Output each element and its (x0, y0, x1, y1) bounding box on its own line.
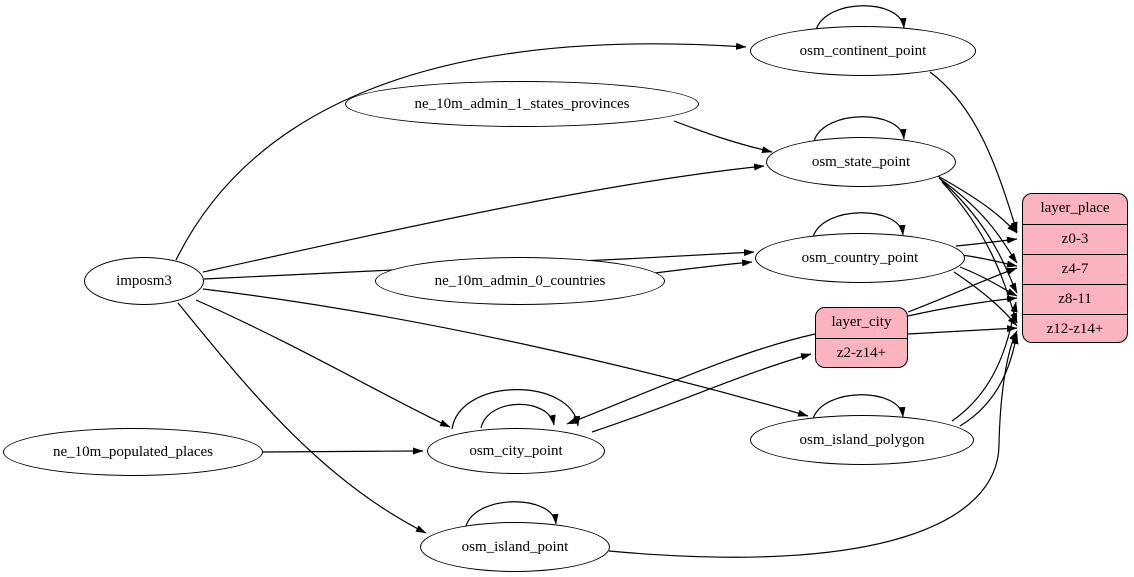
edge-osm_island_polygon-layer_place-z12-z14 (959, 333, 1019, 427)
edge-layer_city-layer_place-z4-7 (907, 267, 1018, 313)
edge-layer_city-layer_place-z12-z14 (907, 325, 1018, 335)
selfloop-osm_continent_point (815, 5, 907, 31)
edge-osm_city_point-layer_city-z2-z14 (591, 353, 812, 433)
selfloop-osm_state_point (813, 116, 907, 142)
edge-osm_state_point-layer_place-z4-7 (938, 177, 1018, 264)
edge-osm_state_point-layer_place-z8-11 (940, 179, 1018, 294)
edge-imposm3-osm_island_point (177, 302, 427, 534)
node-label: osm_city_point (469, 442, 563, 459)
selfloop-osm_city_point-inner (480, 403, 556, 429)
node-label: osm_continent_point (799, 42, 927, 59)
edge-ne_10m_populated_places-osm_city_point (262, 447, 424, 455)
node-label: osm_country_point (801, 249, 919, 266)
node-label: osm_state_point (811, 153, 911, 170)
edge-imposm3-osm_state_point (202, 163, 765, 273)
node-imposm3: imposm3 (84, 257, 204, 305)
selfloop-osm_country_point (812, 212, 906, 238)
selfloop-osm_island_point (465, 501, 559, 527)
node-osm_country_point: osm_country_point (755, 233, 965, 283)
node-osm_island_point: osm_island_point (420, 522, 610, 572)
node-label: osm_island_polygon (799, 431, 925, 448)
node-layer_city: layer_city z2-z14+ (815, 307, 908, 368)
node-label: ne_10m_admin_0_countries (434, 272, 606, 289)
node-osm_continent_point: osm_continent_point (750, 26, 976, 76)
layer-place-row-z4-7: z4-7 (1023, 254, 1127, 284)
node-label: osm_island_point (461, 538, 569, 555)
edge-osm_island_polygon-layer_place-z8-11 (951, 301, 1018, 422)
edge-osm_island_point-layer_place-z12-z14 (608, 330, 1018, 558)
layer-place-row-z0-3: z0-3 (1023, 224, 1127, 254)
edge-osm_country_point-layer_place-z0-3 (955, 236, 1018, 247)
node-osm_state_point: osm_state_point (766, 137, 956, 187)
edge-ne_10m_admin_0_countries-osm_country_point (654, 259, 753, 274)
layer-place-row-z12-z14: z12-z14+ (1023, 314, 1127, 342)
edge-osm_state_point-layer_place-z0-3 (935, 174, 1018, 234)
layer-place-title: layer_place (1040, 200, 1110, 216)
selfloop-osm_city_point-outer (451, 389, 581, 430)
edge-osm_country_point-layer_place-z12-z14 (953, 271, 1018, 327)
edge-ne_10m_admin_1_states_provinces-osm_state_point (673, 120, 773, 154)
edge-imposm3-osm_island_polygon (202, 288, 809, 417)
layer-place-row-z8-11: z8-11 (1023, 284, 1127, 314)
edge-osm_country_point-layer_place-z4-7 (961, 254, 1018, 268)
node-label: ne_10m_admin_1_states_provinces (414, 95, 630, 112)
node-layer_place: layer_place z0-3 z4-7 z8-11 z12-z14+ (1022, 193, 1128, 343)
node-ne_10m_populated_places: ne_10m_populated_places (3, 428, 263, 476)
edge-layer_city-layer_place-z8-11 (907, 295, 1018, 317)
edge-imposm3-osm_continent_point (175, 42, 747, 261)
node-label: imposm3 (116, 272, 172, 289)
layer-city-title: layer_city (831, 314, 892, 330)
edge-osm_country_point-layer_place-z8-11 (959, 266, 1018, 297)
node-osm_city_point: osm_city_point (427, 428, 605, 474)
layer-city-row-z2-z14: z2-z14+ (816, 338, 907, 367)
edge-imposm3-osm_city_point (195, 299, 451, 428)
node-label: ne_10m_populated_places (53, 443, 213, 460)
node-ne_10m_admin_1_states_provinces: ne_10m_admin_1_states_provinces (345, 81, 699, 127)
node-osm_island_polygon: osm_island_polygon (750, 415, 974, 465)
edge-layer_city-osm_city_point (566, 333, 816, 425)
node-ne_10m_admin_0_countries: ne_10m_admin_0_countries (375, 257, 665, 305)
selfloop-osm_island_polygon (812, 394, 906, 420)
edge-osm_continent_point-layer_place-z0-3 (929, 71, 1018, 233)
